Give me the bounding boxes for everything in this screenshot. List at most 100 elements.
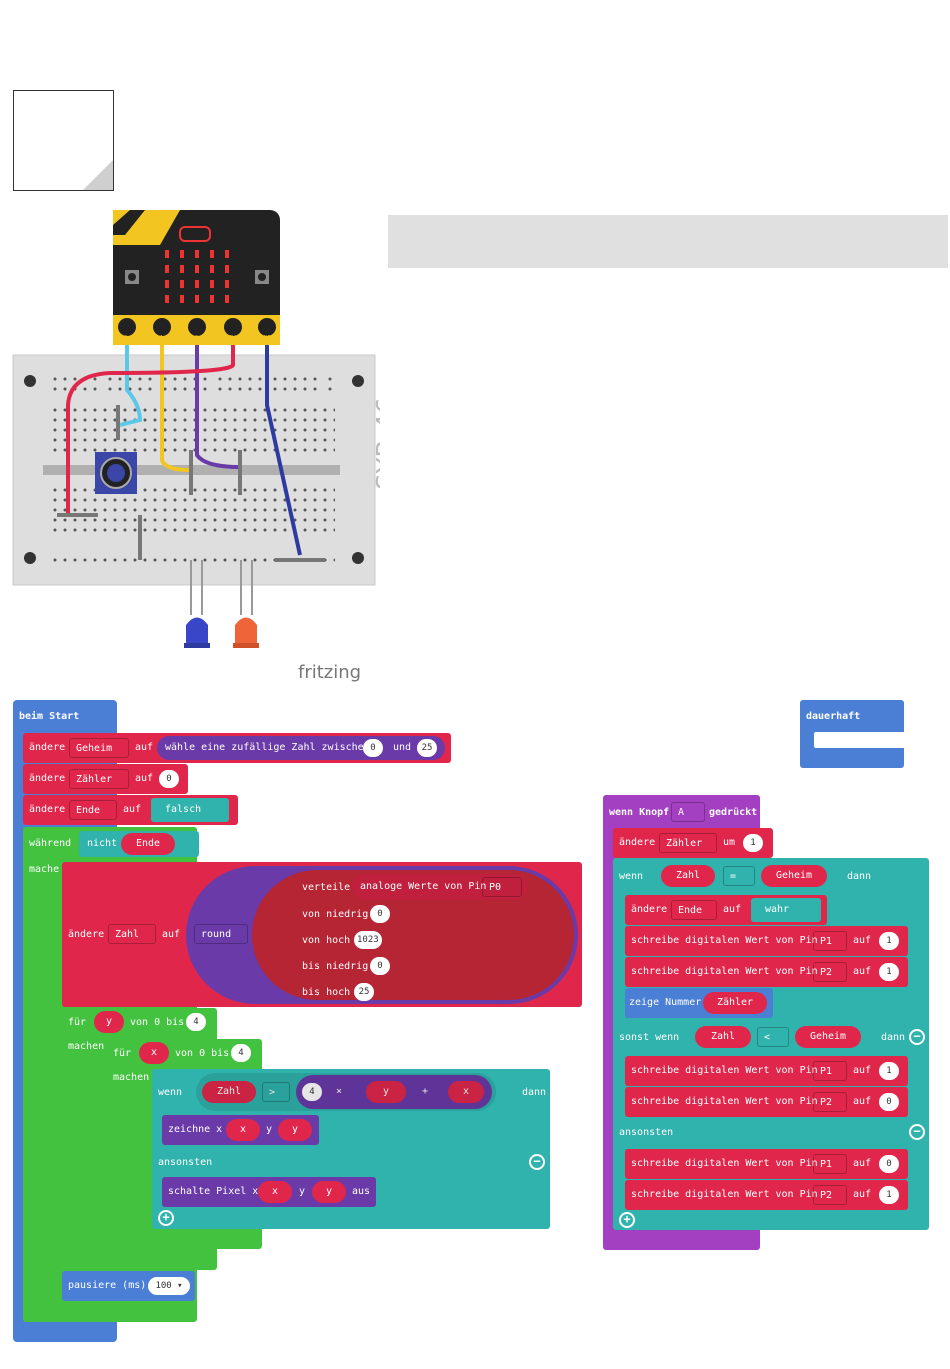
pin-p2-field[interactable]: P2	[813, 1185, 847, 1205]
to-high-value[interactable]: 25	[354, 983, 374, 1001]
from-low-value[interactable]: 0	[370, 905, 390, 923]
map-block[interactable]: verteile analoge Werte von Pin P0 von ni…	[252, 870, 574, 1001]
var-secret-field[interactable]: Geheim	[69, 738, 129, 758]
var-secret-pill[interactable]: Geheim	[761, 865, 827, 887]
change-label: ändere	[29, 804, 66, 815]
lt-operator[interactable]: <	[757, 1027, 789, 1047]
forever-label: dauerhaft	[806, 711, 861, 722]
var-y-pill[interactable]: y	[94, 1011, 124, 1033]
for-y-max[interactable]: 4	[186, 1013, 206, 1031]
pin-p1-field[interactable]: P1	[813, 931, 847, 951]
pin-p0-field[interactable]: P0	[482, 877, 522, 897]
set-secret-block[interactable]: ändere Geheim auf wähle eine zufällige Z…	[23, 733, 451, 763]
change-label: ändere	[619, 837, 656, 848]
write-p1-1b-block[interactable]: schreibe digitalen Wert von Pin P1 auf 1	[625, 1056, 908, 1086]
plus-icon[interactable]: +	[619, 1212, 635, 1228]
write-value[interactable]: 0	[879, 1093, 899, 1111]
from-0-to-label: von 0 bis	[130, 1017, 185, 1028]
unplot-block[interactable]: schalte Pixel x x y y aus	[162, 1177, 376, 1207]
false-block[interactable]: falsch	[151, 798, 229, 822]
by-label: um	[723, 837, 736, 848]
svg-text:0: 0	[124, 335, 127, 341]
true-block[interactable]: wahr	[751, 898, 821, 922]
var-y-pill[interactable]: y	[278, 1119, 312, 1141]
write-value[interactable]: 1	[879, 963, 899, 981]
var-number-pill[interactable]: Zahl	[202, 1081, 256, 1103]
pin-p2-field[interactable]: P2	[813, 1092, 847, 1112]
y-label: y	[299, 1186, 306, 1197]
eq-operator[interactable]: =	[723, 866, 755, 886]
plot-block[interactable]: zeichne x x y y	[162, 1115, 319, 1145]
round-block[interactable]: round verteile analoge Werte von Pin P0 …	[186, 866, 578, 1004]
var-x-pill[interactable]: x	[139, 1042, 169, 1064]
gt-operator[interactable]: >	[262, 1082, 290, 1102]
write-p2-1c-block[interactable]: schreibe digitalen Wert von Pin P2 auf 1	[625, 1180, 908, 1210]
var-number-pill[interactable]: Zahl	[695, 1026, 751, 1048]
to-low-value[interactable]: 0	[370, 957, 390, 975]
random-block[interactable]: wähle eine zufällige Zahl zwischen 0 und…	[157, 736, 445, 760]
pause-block[interactable]: pausiere (ms) 100 ▾	[62, 1271, 195, 1301]
var-number-pill[interactable]: Zahl	[661, 865, 715, 887]
from-low-label: von niedrig	[302, 909, 369, 920]
var-counter-pill[interactable]: Zähler	[703, 992, 767, 1014]
arith-block[interactable]: 4 × y + x	[296, 1075, 492, 1109]
round-field[interactable]: round	[194, 924, 248, 944]
set-number-block[interactable]: ändere Zahl auf round verteile analoge W…	[62, 862, 582, 1007]
change-counter-block[interactable]: ändere Zähler um 1	[613, 828, 773, 858]
minus-icon[interactable]: −	[529, 1154, 545, 1170]
var-number-field[interactable]: Zahl	[108, 924, 156, 944]
not-block[interactable]: nicht Ende	[79, 831, 199, 857]
pin-p2-field[interactable]: P2	[813, 962, 847, 982]
minus-icon[interactable]: −	[909, 1029, 925, 1045]
on-start-label: beim Start	[19, 711, 80, 722]
then-label: dann	[522, 1087, 547, 1098]
corner-box	[13, 90, 114, 191]
set-counter-block[interactable]: ändere Zähler auf 0	[23, 764, 188, 794]
var-counter-field[interactable]: Zähler	[69, 769, 129, 789]
var-y-pill[interactable]: y	[366, 1081, 406, 1103]
show-number-block[interactable]: zeige Nummer Zähler	[625, 988, 773, 1018]
four-value[interactable]: 4	[302, 1083, 322, 1101]
change-label: ändere	[68, 929, 105, 940]
counter-init-value[interactable]: 0	[159, 770, 179, 788]
var-end-field[interactable]: Ende	[69, 800, 117, 820]
write-value[interactable]: 0	[879, 1155, 899, 1173]
write-p2-1-block[interactable]: schreibe digitalen Wert von Pin P2 auf 1	[625, 957, 908, 987]
write-value[interactable]: 1	[879, 932, 899, 950]
set-end-true-block[interactable]: ändere Ende auf wahr	[625, 895, 827, 925]
write-p1-1-block[interactable]: schreibe digitalen Wert von Pin P1 auf 1	[625, 926, 908, 956]
for-x-max[interactable]: 4	[231, 1044, 251, 1062]
forever-block[interactable]: dauerhaft	[800, 700, 904, 768]
and-label: und	[393, 742, 412, 753]
to-label: auf	[123, 804, 142, 815]
map-label: verteile	[302, 882, 351, 893]
button-a-field[interactable]: A	[671, 802, 705, 822]
pin-p1-field[interactable]: P1	[813, 1061, 847, 1081]
to-label: auf	[853, 1096, 872, 1107]
write-value[interactable]: 1	[879, 1062, 899, 1080]
var-x-pill[interactable]: x	[258, 1181, 292, 1203]
change-label: ändere	[29, 742, 66, 753]
from-high-value[interactable]: 1023	[354, 931, 382, 949]
var-end-field[interactable]: Ende	[671, 900, 717, 920]
write-p1-0-block[interactable]: schreibe digitalen Wert von Pin P1 auf 0	[625, 1149, 908, 1179]
random-min[interactable]: 0	[363, 739, 383, 757]
plus-icon[interactable]: +	[158, 1210, 174, 1226]
write-p2-0-block[interactable]: schreibe digitalen Wert von Pin P2 auf 0	[625, 1087, 908, 1117]
pause-dropdown[interactable]: 100 ▾	[148, 1277, 190, 1295]
set-end-block[interactable]: ändere Ende auf falsch	[23, 795, 238, 825]
random-max[interactable]: 25	[417, 739, 437, 757]
minus-icon[interactable]: −	[909, 1124, 925, 1140]
var-end-pill[interactable]: Ende	[121, 833, 175, 855]
analog-read-block[interactable]: analoge Werte von Pin P0	[352, 874, 528, 900]
else-if-label: sonst wenn	[619, 1032, 680, 1043]
write-value[interactable]: 1	[879, 1186, 899, 1204]
var-x-pill[interactable]: x	[226, 1119, 260, 1141]
var-x-pill[interactable]: x	[448, 1081, 484, 1103]
var-y-pill[interactable]: y	[312, 1181, 346, 1203]
var-secret-pill[interactable]: Geheim	[795, 1026, 861, 1048]
var-counter-field[interactable]: Zähler	[659, 833, 717, 853]
increment-value[interactable]: 1	[743, 834, 763, 852]
pin-p1-field[interactable]: P1	[813, 1154, 847, 1174]
compare-block[interactable]: Zahl > 4 × y + x	[196, 1073, 496, 1111]
